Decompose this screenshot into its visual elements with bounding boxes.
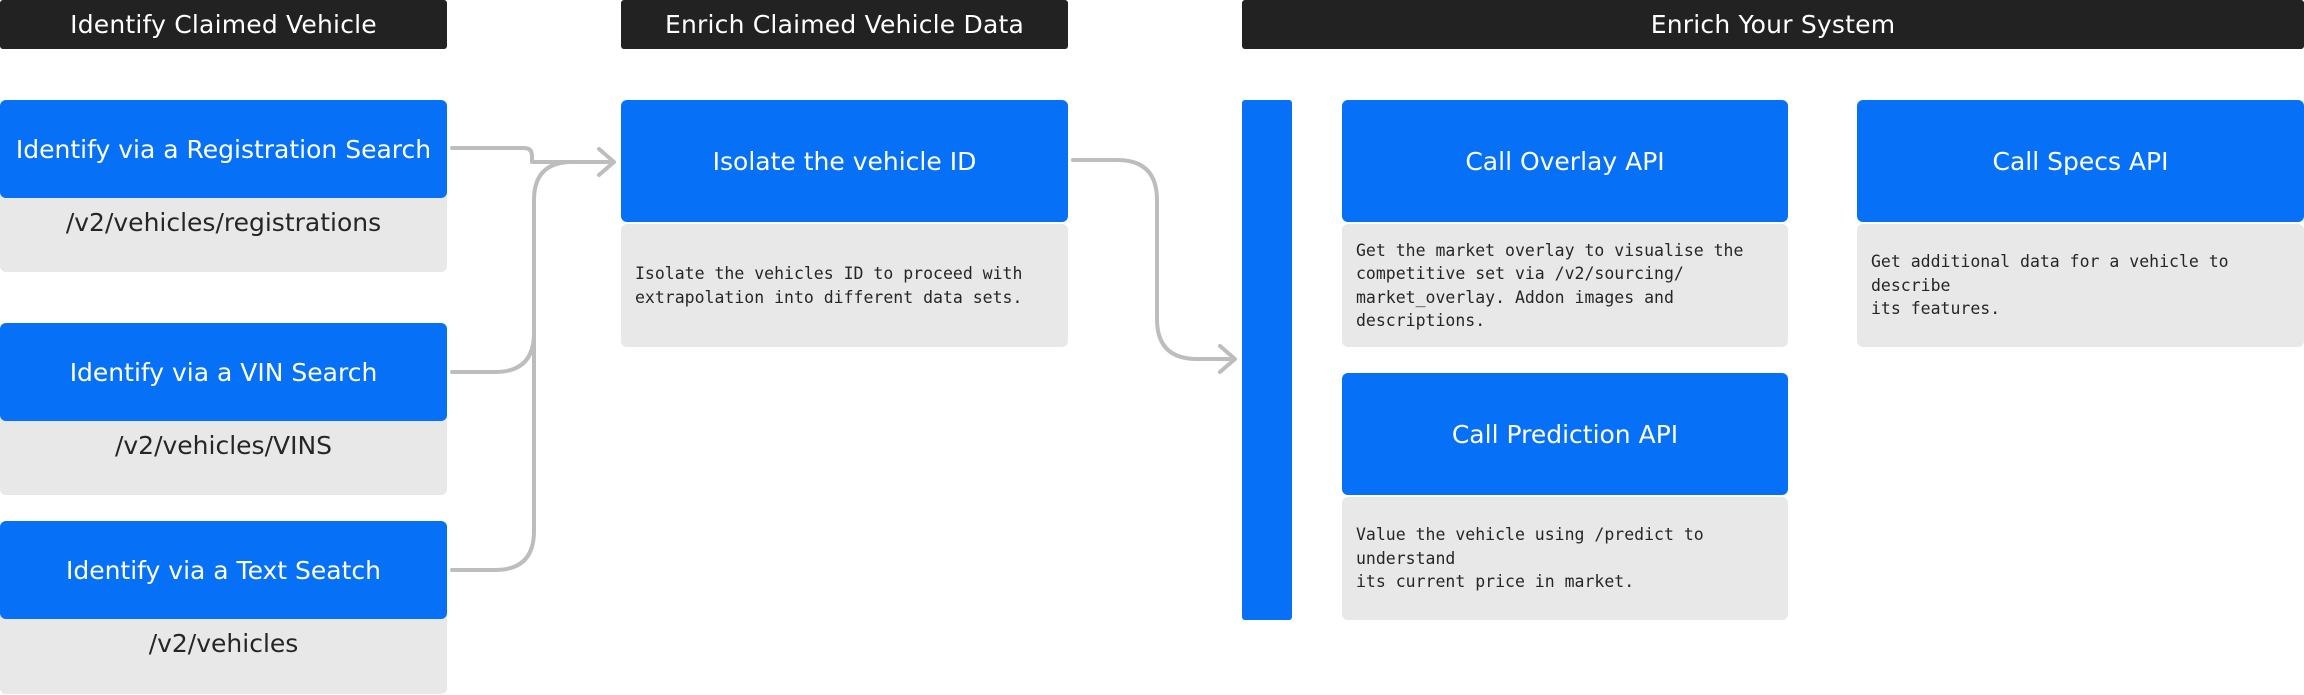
vin-endpoint: /v2/vehicles/VINS bbox=[114, 431, 333, 460]
arrowhead-system bbox=[1218, 344, 1237, 374]
identify-text-search-box: Identify via a Text Seatch bbox=[0, 521, 447, 619]
call-prediction-api-description: Value the vehicle using /predict to unde… bbox=[1342, 497, 1788, 620]
isolate-vehicle-id-description: Isolate the vehicles ID to proceed with … bbox=[621, 224, 1068, 347]
call-specs-api-description: Get additional data for a vehicle to des… bbox=[1857, 224, 2304, 347]
connector-registration-to-isolate bbox=[450, 146, 614, 164]
call-prediction-api-box: Call Prediction API bbox=[1342, 373, 1788, 495]
registration-endpoint: /v2/vehicles/registrations bbox=[65, 208, 382, 237]
header-enrich-claimed-vehicle-data: Enrich Claimed Vehicle Data bbox=[621, 0, 1068, 49]
connector-vin-to-isolate bbox=[450, 160, 614, 374]
system-entry-bar bbox=[1242, 100, 1292, 620]
arrowhead-isolate bbox=[597, 147, 616, 177]
call-specs-api-box: Call Specs API bbox=[1857, 100, 2304, 222]
connector-text-to-isolate bbox=[450, 198, 536, 572]
connector-isolate-to-system bbox=[1071, 158, 1235, 361]
call-overlay-api-description: Get the market overlay to visualise the … bbox=[1342, 224, 1788, 347]
call-overlay-api-box: Call Overlay API bbox=[1342, 100, 1788, 222]
identify-vin-box: Identify via a VIN Search bbox=[0, 323, 447, 421]
isolate-vehicle-id-box: Isolate the vehicle ID bbox=[621, 100, 1068, 222]
identify-registration-box: Identify via a Registration Search bbox=[0, 100, 447, 198]
text-search-endpoint: /v2/vehicles bbox=[148, 629, 299, 658]
header-identify-claimed-vehicle: Identify Claimed Vehicle bbox=[0, 0, 447, 49]
header-enrich-your-system: Enrich Your System bbox=[1242, 0, 2304, 49]
